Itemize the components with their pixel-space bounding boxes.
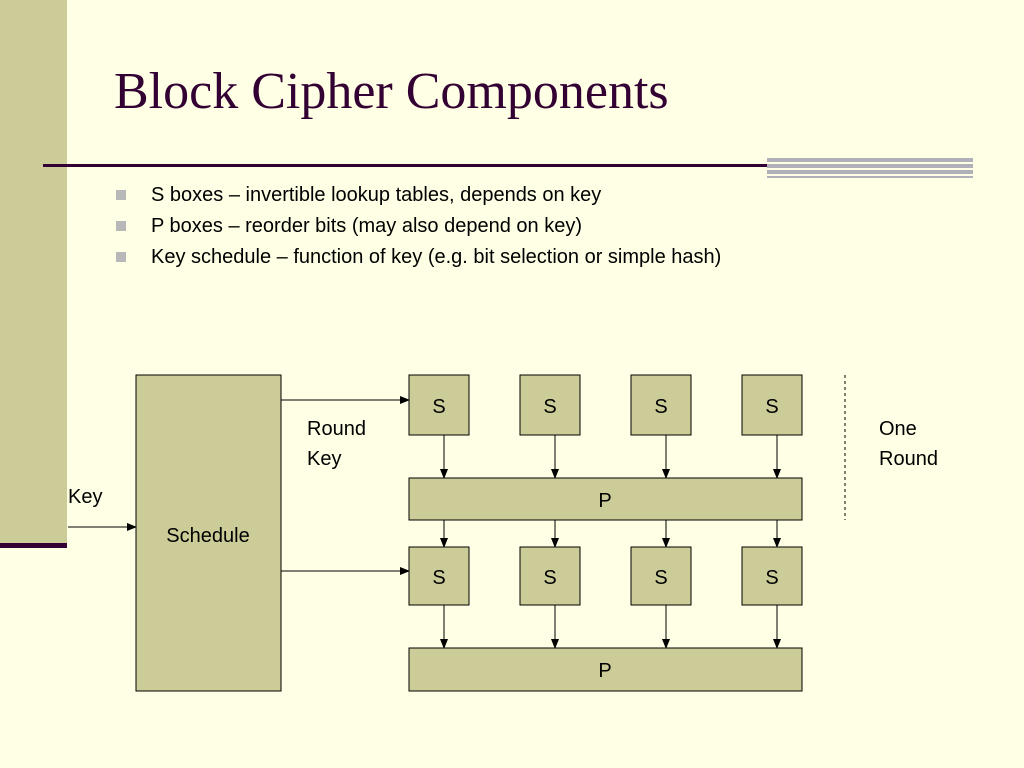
- pbox-r1: [408, 477, 803, 521]
- bullet-text: S boxes – invertible lookup tables, depe…: [151, 184, 602, 206]
- bullet-text: P boxes – reorder bits (may also depend …: [151, 215, 582, 237]
- pbox-label: P: [598, 490, 611, 512]
- square-bullet-icon: [116, 252, 126, 262]
- left-accent-bar-edge: [0, 543, 67, 548]
- sbox-label: S: [765, 396, 778, 418]
- sbox-r2-1: [408, 546, 470, 606]
- sbox-label: S: [543, 567, 556, 589]
- one-round-label-line1: One: [879, 418, 917, 440]
- pbox-label: P: [598, 660, 611, 682]
- sbox-r2-4: [741, 546, 803, 606]
- round-key-label-line1: Round: [307, 418, 366, 440]
- sbox-r1-4: [741, 374, 803, 436]
- sbox-label: S: [654, 396, 667, 418]
- bullet-item: S boxes – invertible lookup tables, depe…: [114, 180, 721, 211]
- one-round-label-line2: Round: [879, 448, 938, 470]
- title-divider: [43, 164, 973, 167]
- bullet-item: P boxes – reorder bits (may also depend …: [114, 211, 721, 242]
- sbox-r2-2: [519, 546, 581, 606]
- square-bullet-icon: [116, 190, 126, 200]
- divider-accent: [767, 158, 973, 178]
- bullet-text: Key schedule – function of key (e.g. bit…: [151, 246, 722, 268]
- left-accent-bar: [0, 0, 67, 545]
- sbox-label: S: [654, 567, 667, 589]
- bullet-item: Key schedule – function of key (e.g. bit…: [114, 242, 721, 273]
- bullet-list: S boxes – invertible lookup tables, depe…: [114, 180, 721, 273]
- sbox-label: S: [543, 396, 556, 418]
- pbox-r2: [408, 647, 803, 692]
- sbox-label: S: [432, 396, 445, 418]
- key-label: Key: [68, 486, 102, 508]
- sbox-label: S: [765, 567, 778, 589]
- sbox-r1-1: [408, 374, 470, 436]
- schedule-label: Schedule: [166, 525, 249, 547]
- square-bullet-icon: [116, 221, 126, 231]
- slide-title: Block Cipher Components: [114, 63, 669, 120]
- round-key-label-line2: Key: [307, 448, 341, 470]
- sbox-label: S: [432, 567, 445, 589]
- sbox-r2-3: [630, 546, 692, 606]
- sbox-r1-3: [630, 374, 692, 436]
- schedule-box: [135, 374, 282, 692]
- sbox-r1-2: [519, 374, 581, 436]
